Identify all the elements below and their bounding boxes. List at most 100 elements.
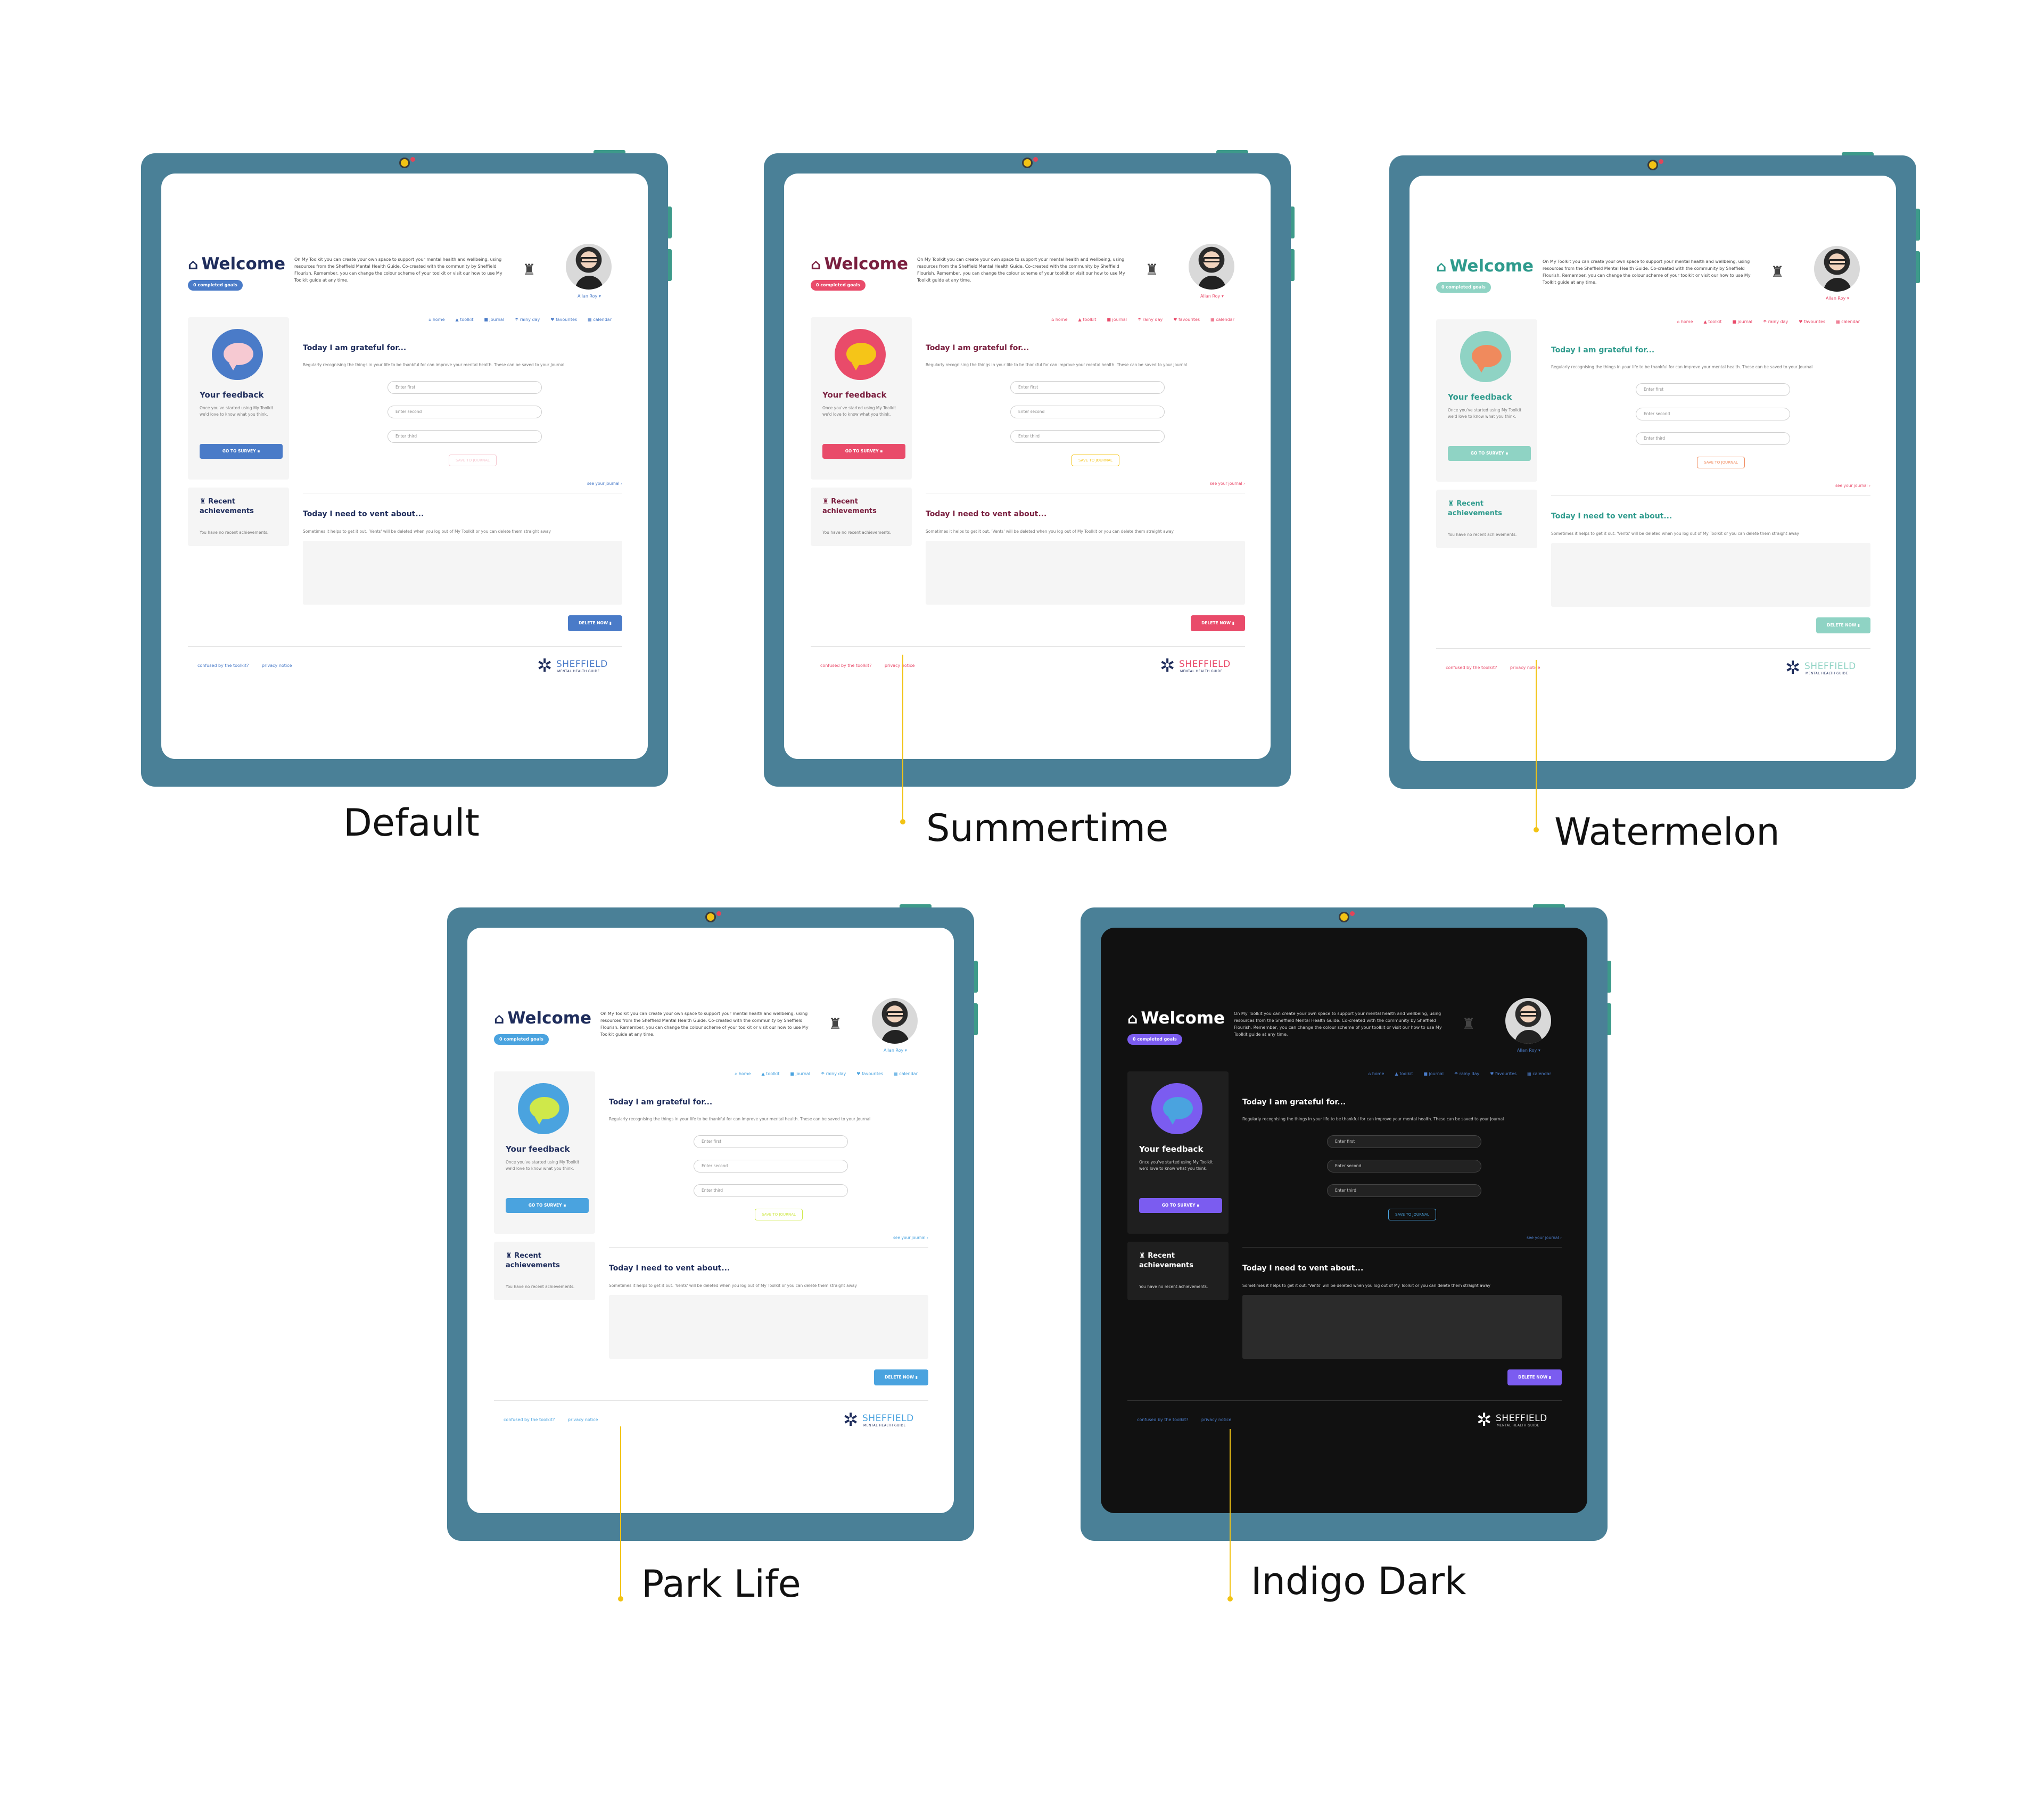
nav-item-rainy-day[interactable]: ☂ rainy day bbox=[1454, 1071, 1479, 1076]
grateful-input-first[interactable]: Enter first bbox=[388, 381, 542, 394]
delete-now-button[interactable]: DELETE NOW ▮ bbox=[1191, 615, 1245, 631]
completed-goals-badge[interactable]: 0 completed goals bbox=[1436, 282, 1491, 293]
nav-item-favourites[interactable]: ♥ favourites bbox=[856, 1071, 883, 1076]
nav-item-calendar[interactable]: ▦ calendar bbox=[894, 1071, 918, 1076]
save-to-journal-button[interactable]: SAVE TO JOURNAL bbox=[1072, 455, 1119, 466]
nav-item-rainy-day[interactable]: ☂ rainy day bbox=[821, 1071, 846, 1076]
avatar[interactable] bbox=[1189, 244, 1234, 290]
confused-link[interactable]: confused by the toolkit? bbox=[1446, 665, 1497, 670]
nav-item-calendar[interactable]: ▦ calendar bbox=[1210, 317, 1234, 322]
go-to-survey-button[interactable]: GO TO SURVEY ▪ bbox=[822, 444, 905, 459]
grateful-input-third[interactable]: Enter third bbox=[1010, 430, 1165, 443]
delete-now-button[interactable]: DELETE NOW ▮ bbox=[568, 615, 622, 631]
avatar[interactable] bbox=[566, 244, 612, 290]
nav-item-home[interactable]: ⌂ home bbox=[1368, 1071, 1384, 1076]
grateful-input-second[interactable]: Enter second bbox=[1636, 408, 1790, 420]
go-to-survey-button[interactable]: GO TO SURVEY ▪ bbox=[1139, 1198, 1222, 1213]
avatar[interactable] bbox=[1505, 998, 1551, 1044]
nav-item-journal[interactable]: ■ journal bbox=[1423, 1071, 1444, 1076]
privacy-link[interactable]: privacy notice bbox=[1201, 1417, 1232, 1422]
trophy-icon[interactable]: ♜ bbox=[522, 261, 536, 278]
go-to-survey-button[interactable]: GO TO SURVEY ▪ bbox=[1448, 446, 1531, 461]
save-to-journal-button[interactable]: SAVE TO JOURNAL bbox=[1388, 1209, 1436, 1220]
user-menu[interactable]: Allan Roy ▾ bbox=[884, 1048, 907, 1053]
grateful-input-third[interactable]: Enter third bbox=[1327, 1184, 1481, 1197]
see-journal-link[interactable]: see your journal › bbox=[587, 481, 622, 486]
confused-link[interactable]: confused by the toolkit? bbox=[197, 663, 249, 668]
privacy-link[interactable]: privacy notice bbox=[884, 663, 915, 668]
user-menu[interactable]: Allan Roy ▾ bbox=[578, 294, 601, 299]
nav-item-journal[interactable]: ■ journal bbox=[1732, 319, 1752, 324]
avatar[interactable] bbox=[872, 998, 918, 1044]
go-to-survey-button[interactable]: GO TO SURVEY ▪ bbox=[200, 444, 283, 459]
grateful-input-second[interactable]: Enter second bbox=[1010, 406, 1165, 418]
completed-goals-badge[interactable]: 0 completed goals bbox=[494, 1034, 549, 1045]
completed-goals-badge[interactable]: 0 completed goals bbox=[811, 280, 866, 291]
vent-textarea[interactable] bbox=[926, 541, 1245, 605]
nav-item-toolkit[interactable]: ▲ toolkit bbox=[1078, 317, 1097, 322]
nav-item-home[interactable]: ⌂ home bbox=[428, 317, 444, 322]
nav-item-toolkit[interactable]: ▲ toolkit bbox=[762, 1071, 780, 1076]
see-journal-link[interactable]: see your journal › bbox=[1527, 1235, 1562, 1240]
nav-item-rainy-day[interactable]: ☂ rainy day bbox=[1138, 317, 1163, 322]
trophy-icon[interactable]: ♜ bbox=[828, 1015, 842, 1033]
grateful-input-third[interactable]: Enter third bbox=[694, 1184, 848, 1197]
grateful-input-first[interactable]: Enter first bbox=[694, 1135, 848, 1148]
nav-item-calendar[interactable]: ▦ calendar bbox=[1836, 319, 1860, 324]
save-to-journal-button[interactable]: SAVE TO JOURNAL bbox=[449, 455, 497, 466]
grateful-input-first[interactable]: Enter first bbox=[1010, 381, 1165, 394]
nav-item-calendar[interactable]: ▦ calendar bbox=[588, 317, 612, 322]
grateful-input-second[interactable]: Enter second bbox=[1327, 1160, 1481, 1173]
completed-goals-badge[interactable]: 0 completed goals bbox=[188, 280, 243, 291]
delete-now-button[interactable]: DELETE NOW ▮ bbox=[1507, 1369, 1562, 1385]
nav-item-journal[interactable]: ■ journal bbox=[484, 317, 504, 322]
nav-item-favourites[interactable]: ♥ favourites bbox=[1490, 1071, 1516, 1076]
nav-item-toolkit[interactable]: ▲ toolkit bbox=[456, 317, 474, 322]
nav-item-toolkit[interactable]: ▲ toolkit bbox=[1704, 319, 1722, 324]
confused-link[interactable]: confused by the toolkit? bbox=[820, 663, 872, 668]
avatar[interactable] bbox=[1814, 246, 1860, 292]
grateful-input-second[interactable]: Enter second bbox=[694, 1160, 848, 1173]
privacy-link[interactable]: privacy notice bbox=[261, 663, 292, 668]
user-menu[interactable]: Allan Roy ▾ bbox=[1200, 294, 1224, 299]
nav-item-favourites[interactable]: ♥ favourites bbox=[550, 317, 577, 322]
see-journal-link[interactable]: see your journal › bbox=[1210, 481, 1245, 486]
user-menu[interactable]: Allan Roy ▾ bbox=[1517, 1048, 1540, 1053]
trophy-icon[interactable]: ♜ bbox=[1462, 1015, 1476, 1033]
nav-item-home[interactable]: ⌂ home bbox=[735, 1071, 751, 1076]
go-to-survey-button[interactable]: GO TO SURVEY ▪ bbox=[506, 1198, 589, 1213]
vent-textarea[interactable] bbox=[1551, 543, 1870, 607]
save-to-journal-button[interactable]: SAVE TO JOURNAL bbox=[1697, 457, 1745, 468]
grateful-input-first[interactable]: Enter first bbox=[1327, 1135, 1481, 1148]
nav-item-favourites[interactable]: ♥ favourites bbox=[1799, 319, 1825, 324]
trophy-icon[interactable]: ♜ bbox=[1770, 263, 1784, 280]
nav-item-journal[interactable]: ■ journal bbox=[790, 1071, 810, 1076]
delete-now-button[interactable]: DELETE NOW ▮ bbox=[874, 1369, 928, 1385]
nav-item-journal[interactable]: ■ journal bbox=[1107, 317, 1127, 322]
nav-item-favourites[interactable]: ♥ favourites bbox=[1173, 317, 1200, 322]
nav-item-rainy-day[interactable]: ☂ rainy day bbox=[515, 317, 540, 322]
save-to-journal-button[interactable]: SAVE TO JOURNAL bbox=[755, 1209, 803, 1220]
confused-link[interactable]: confused by the toolkit? bbox=[1137, 1417, 1189, 1422]
vent-textarea[interactable] bbox=[609, 1295, 928, 1359]
nav-item-calendar[interactable]: ▦ calendar bbox=[1527, 1071, 1551, 1076]
nav-item-toolkit[interactable]: ▲ toolkit bbox=[1395, 1071, 1413, 1076]
grateful-input-third[interactable]: Enter third bbox=[388, 430, 542, 443]
user-menu[interactable]: Allan Roy ▾ bbox=[1826, 296, 1849, 301]
nav-item-rainy-day[interactable]: ☂ rainy day bbox=[1763, 319, 1788, 324]
vent-textarea[interactable] bbox=[303, 541, 622, 605]
grateful-input-second[interactable]: Enter second bbox=[388, 406, 542, 418]
nav-item-home[interactable]: ⌂ home bbox=[1677, 319, 1693, 324]
grateful-input-third[interactable]: Enter third bbox=[1636, 432, 1790, 445]
nav-item-home[interactable]: ⌂ home bbox=[1051, 317, 1067, 322]
see-journal-link[interactable]: see your journal › bbox=[1835, 483, 1870, 488]
privacy-link[interactable]: privacy notice bbox=[567, 1417, 598, 1422]
see-journal-link[interactable]: see your journal › bbox=[893, 1235, 928, 1240]
confused-link[interactable]: confused by the toolkit? bbox=[504, 1417, 555, 1422]
vent-textarea[interactable] bbox=[1242, 1295, 1562, 1359]
grateful-input-first[interactable]: Enter first bbox=[1636, 383, 1790, 396]
privacy-link[interactable]: privacy notice bbox=[1510, 665, 1540, 670]
delete-now-button[interactable]: DELETE NOW ▮ bbox=[1816, 617, 1870, 633]
completed-goals-badge[interactable]: 0 completed goals bbox=[1127, 1034, 1182, 1045]
trophy-icon[interactable]: ♜ bbox=[1145, 261, 1159, 278]
